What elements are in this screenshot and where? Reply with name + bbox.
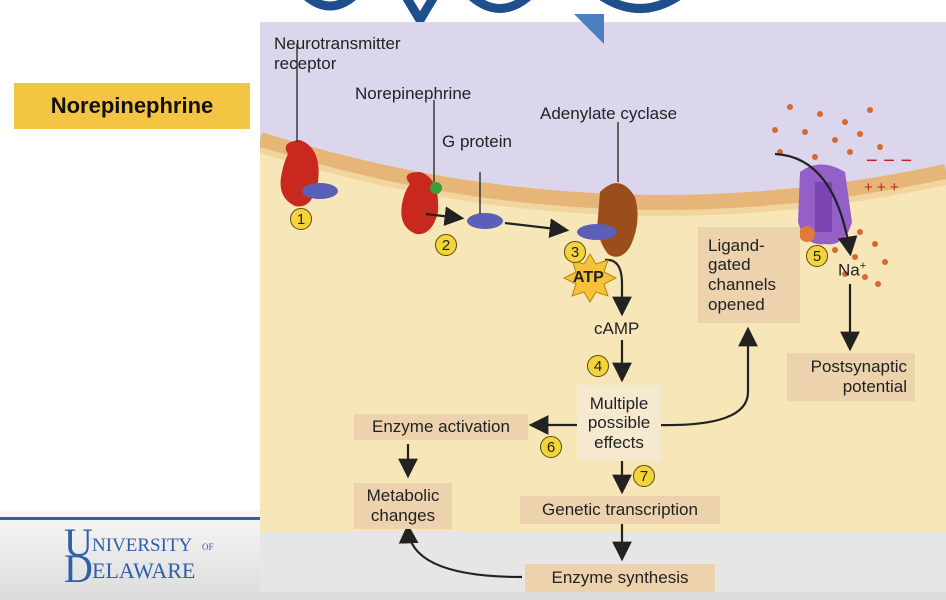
neurotransmitter-receptor-label: Neurotransmitter receptor [274,34,401,73]
na-ion-label: Na+ [838,260,867,280]
membrane-positive-charges: + + + [864,179,899,196]
camp-label: cAMP [594,319,640,338]
receptor-1 [280,140,338,207]
step-7-marker: 7 [633,465,655,487]
enzyme-synthesis-box: Enzyme synthesis [525,564,715,592]
ion-channel [798,164,852,245]
enzyme-activation-box: Enzyme activation [354,414,528,440]
g-protein-label: G protein [442,132,512,151]
title-triangle-icon [574,14,604,44]
logo-of: OF [202,542,214,552]
slide-title-fragment [0,0,946,22]
svg-text:U: U [64,522,93,565]
genetic-transcription-box: Genetic transcription [520,496,720,524]
sodium-ions [772,104,888,287]
receptor-2 [401,172,442,235]
metabolic-changes-box: Metabolic changes [354,483,452,529]
step-1-marker: 1 [290,208,312,230]
step-3-marker: 3 [564,241,586,263]
logo-line2: ELAWARE [92,558,195,583]
figure-bottom-gray [260,532,946,592]
postsynaptic-potential-box: Postsynaptic potential [787,353,915,401]
membrane-negative-charges: − − − [866,150,913,172]
atp-label: ATP [573,269,604,286]
ligand-gated-channels-box: Ligand- gated channels opened [698,227,800,323]
norepinephrine-label: Norepinephrine [355,84,472,103]
logo-line1: NIVERSITY [92,535,193,556]
g-protein-1 [302,183,338,199]
adenylate-cyclase-label: Adenylate cyclase [540,104,678,123]
diagram-artwork [260,22,946,592]
g-protein-3 [577,224,617,240]
adenylate-cyclase [577,183,638,257]
norepinephrine-molecule [430,182,442,194]
extracellular-space [260,22,946,203]
multiple-effects-box: Multiple possible effects [577,385,661,461]
atp-starburst [562,253,618,303]
norepinephrine-badge: Norepinephrine [14,83,250,129]
step-6-marker: 6 [540,436,562,458]
ligand-molecule [799,226,815,242]
step-2-marker: 2 [435,234,457,256]
step-5-marker: 5 [806,245,828,267]
step-4-marker: 4 [587,355,609,377]
signaling-diagram: Neurotransmitter receptor Norepinephrine… [260,22,946,592]
svg-text:D: D [64,546,93,584]
university-logo: U D NIVERSITY OF ELAWARE [60,520,230,591]
g-protein-2 [467,213,503,229]
